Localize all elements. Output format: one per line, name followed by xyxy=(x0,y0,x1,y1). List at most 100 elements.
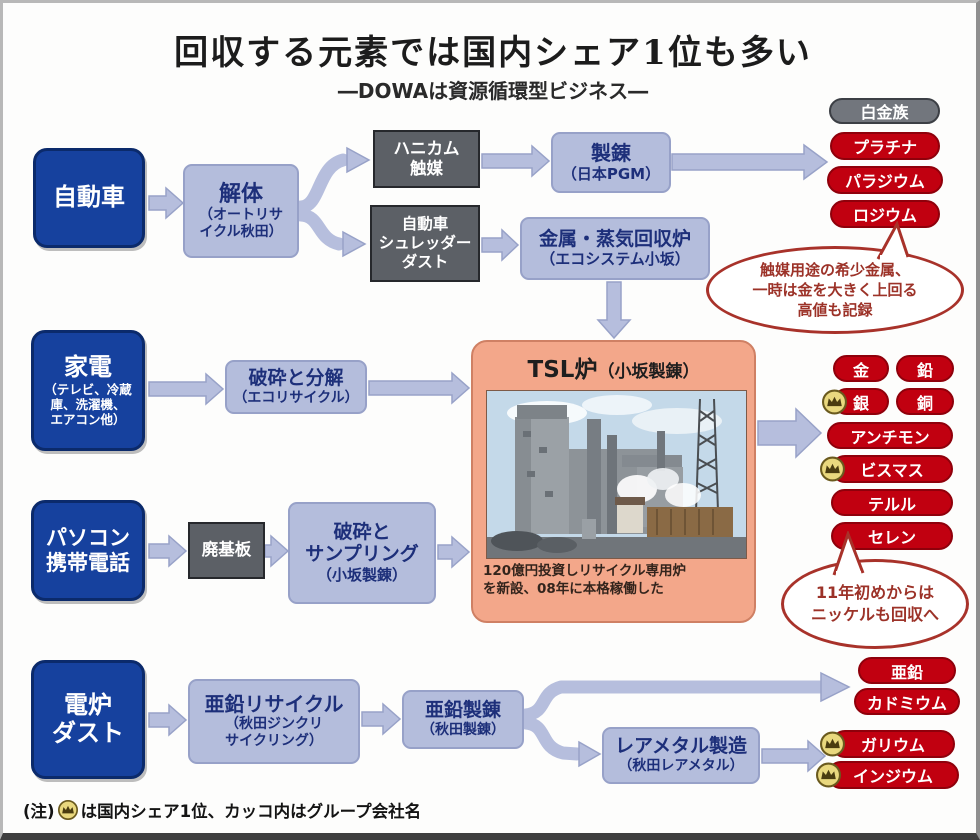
process-sub: （日本PGM） xyxy=(561,165,661,183)
block-arrows xyxy=(148,143,829,773)
arrow-zincrecycle-to-zincsmelt xyxy=(361,702,402,736)
footnote-text: は国内シェア1位、カッコ内はグループ会社名 xyxy=(80,802,422,821)
bubble-line: 触媒用途の希少金属、 xyxy=(759,260,910,279)
source-box-automobile: 自動車 xyxy=(33,148,145,248)
badge-gallium: ガリウム xyxy=(820,730,955,758)
badge-label: ビスマス xyxy=(860,461,924,480)
badge-zinc: 亜鉛 xyxy=(858,657,956,684)
process-title: 破砕と xyxy=(333,521,391,544)
tsl-caption-line: を新設、08年に本格稼働した xyxy=(483,581,664,598)
share-no1-crown-icon xyxy=(820,731,845,757)
fork-arrowheads xyxy=(342,146,851,768)
process-title: 亜鉛リサイクル xyxy=(204,692,344,717)
bubble-tail xyxy=(832,531,865,577)
badge-label: プラチナ xyxy=(852,138,917,157)
box-waste-circuit-board: 廃基板 xyxy=(188,522,265,579)
fork-zincsmelt-down xyxy=(519,716,584,761)
badge-silver: 銀 xyxy=(822,388,889,415)
badge-label: 亜鉛 xyxy=(890,662,923,682)
badge-label: 白金族 xyxy=(860,103,909,122)
process-title: 亜鉛製錬 xyxy=(424,699,501,722)
source-label: 自動車 xyxy=(53,183,125,212)
badge-gold: 金 xyxy=(833,355,889,382)
arrow-smelt-to-pgm xyxy=(671,143,829,181)
process-title: レアメタル製造 xyxy=(614,735,748,758)
process-title: 製錬 xyxy=(591,141,631,165)
process-sub: サイクリング） xyxy=(225,733,323,749)
arrow-tsl-to-metals xyxy=(757,407,823,459)
badge-label: 銅 xyxy=(916,393,933,413)
badge-indium: インジウム xyxy=(816,761,959,789)
source-label: 携帯電話 xyxy=(46,550,130,575)
bubble-line: ニッケルも回収へ xyxy=(810,605,939,624)
bubble-line: 11年初めからは xyxy=(815,582,935,602)
factory-photo xyxy=(486,390,747,559)
arrow-recovery-to-tsl xyxy=(596,281,632,340)
head-to-zinc xyxy=(820,671,851,703)
process-sub: イクル秋田） xyxy=(199,223,283,240)
process-title: 金属・蒸気回収炉 xyxy=(538,227,691,250)
source-label: 家電 xyxy=(64,353,112,382)
process-box-zinc-smelting: 亜鉛製錬 （秋田製錬） xyxy=(402,690,524,749)
process-sub: （秋田ジンクリ xyxy=(225,716,323,733)
tsl-title-paren: （小坂製錬） xyxy=(597,362,700,382)
source-sub: 庫、洗濯機、 xyxy=(50,396,126,412)
badge-label: アンチモン xyxy=(850,427,930,447)
box-label: ダスト xyxy=(401,252,449,271)
arrow-sampling-to-tsl xyxy=(437,535,471,569)
badge-label: パラジウム xyxy=(845,172,925,191)
badge-lead: 鉛 xyxy=(896,355,954,382)
badge-platinum-group: 白金族 xyxy=(829,98,940,124)
badge-label: テルル xyxy=(867,494,916,514)
fork-dismantle-down xyxy=(294,208,346,251)
source-label: ダスト xyxy=(52,718,124,747)
bubble-line: 一時は金を大きく上回る xyxy=(752,280,918,299)
badge-label: インジウム xyxy=(852,767,933,786)
process-box-zinc-recycle: 亜鉛リサイクル （秋田ジンクリ サイクリング） xyxy=(188,679,360,764)
source-label: 電炉 xyxy=(64,690,112,719)
arrow-shredder-to-recovery xyxy=(481,228,520,262)
process-title: サンプリング xyxy=(305,543,419,565)
badge-selenium: セレン xyxy=(831,522,953,550)
lattice-mast xyxy=(695,398,719,512)
tsl-furnace-panel: TSL炉（小坂製錬） xyxy=(471,340,756,623)
tsl-caption-line: 120億円投資しリサイクル専用炉 xyxy=(483,563,687,579)
badge-label: ガリウム xyxy=(860,736,925,755)
arrow-honeycomb-to-smelt xyxy=(481,144,551,178)
head-to-raremetal xyxy=(578,740,602,768)
process-box-smelting-pgm: 製錬 （日本PGM） xyxy=(551,132,671,193)
fork-dismantle-up xyxy=(294,153,350,214)
process-sub: （エコリサイクル） xyxy=(233,389,359,406)
process-box-metal-steam-recovery: 金属・蒸気回収炉 （エコシステム小坂） xyxy=(520,217,710,280)
process-sub: （オートリサ xyxy=(199,206,283,223)
share-no1-crown-icon xyxy=(820,456,845,482)
bubble-tail xyxy=(876,221,910,261)
box-label: 触媒 xyxy=(410,159,443,178)
page-title: 回収する元素では国内シェア1位も多い xyxy=(174,33,812,73)
badge-rhodium: ロジウム xyxy=(830,200,940,228)
head-to-shredder xyxy=(342,230,367,258)
box-label: ハニカム xyxy=(393,138,460,158)
badge-label: ロジウム xyxy=(852,206,917,225)
process-box-rare-metal: レアメタル製造 （秋田レアメタル） xyxy=(602,727,760,784)
fork-connectors xyxy=(294,153,828,761)
tsl-title: TSL炉（小坂製錬） xyxy=(473,350,754,384)
process-box-dismantle: 解体 （オートリサ イクル秋田） xyxy=(183,164,299,258)
source-box-pc-phone: パソコン 携帯電話 xyxy=(31,500,145,601)
process-sub: （秋田レアメタル） xyxy=(618,758,744,775)
tsl-title-main: TSL炉 xyxy=(527,357,598,383)
process-box-crush-sampling: 破砕と サンプリング （小坂製錬） xyxy=(288,502,436,604)
arrow-auto-to-dismantle xyxy=(148,186,185,220)
footnote-prefix: (注) xyxy=(23,802,55,821)
source-sub: エアコン他） xyxy=(50,411,126,427)
share-no1-crown-icon xyxy=(822,389,847,414)
process-title: 解体 xyxy=(218,181,263,207)
tsl-caption: 120億円投資しリサイクル専用炉 を新設、08年に本格稼働した xyxy=(483,562,748,598)
footnote: (注) は国内シェア1位、カッコ内はグループ会社名 xyxy=(23,798,421,822)
share-no1-crown-icon xyxy=(816,762,841,788)
badge-platinum: プラチナ xyxy=(830,132,940,160)
arrow-dust-to-zincrecycle xyxy=(148,703,188,737)
bubble-catalyst-note: 触媒用途の希少金属、 一時は金を大きく上回る 高値も記録 xyxy=(706,246,964,334)
badge-antimony: アンチモン xyxy=(827,422,953,449)
